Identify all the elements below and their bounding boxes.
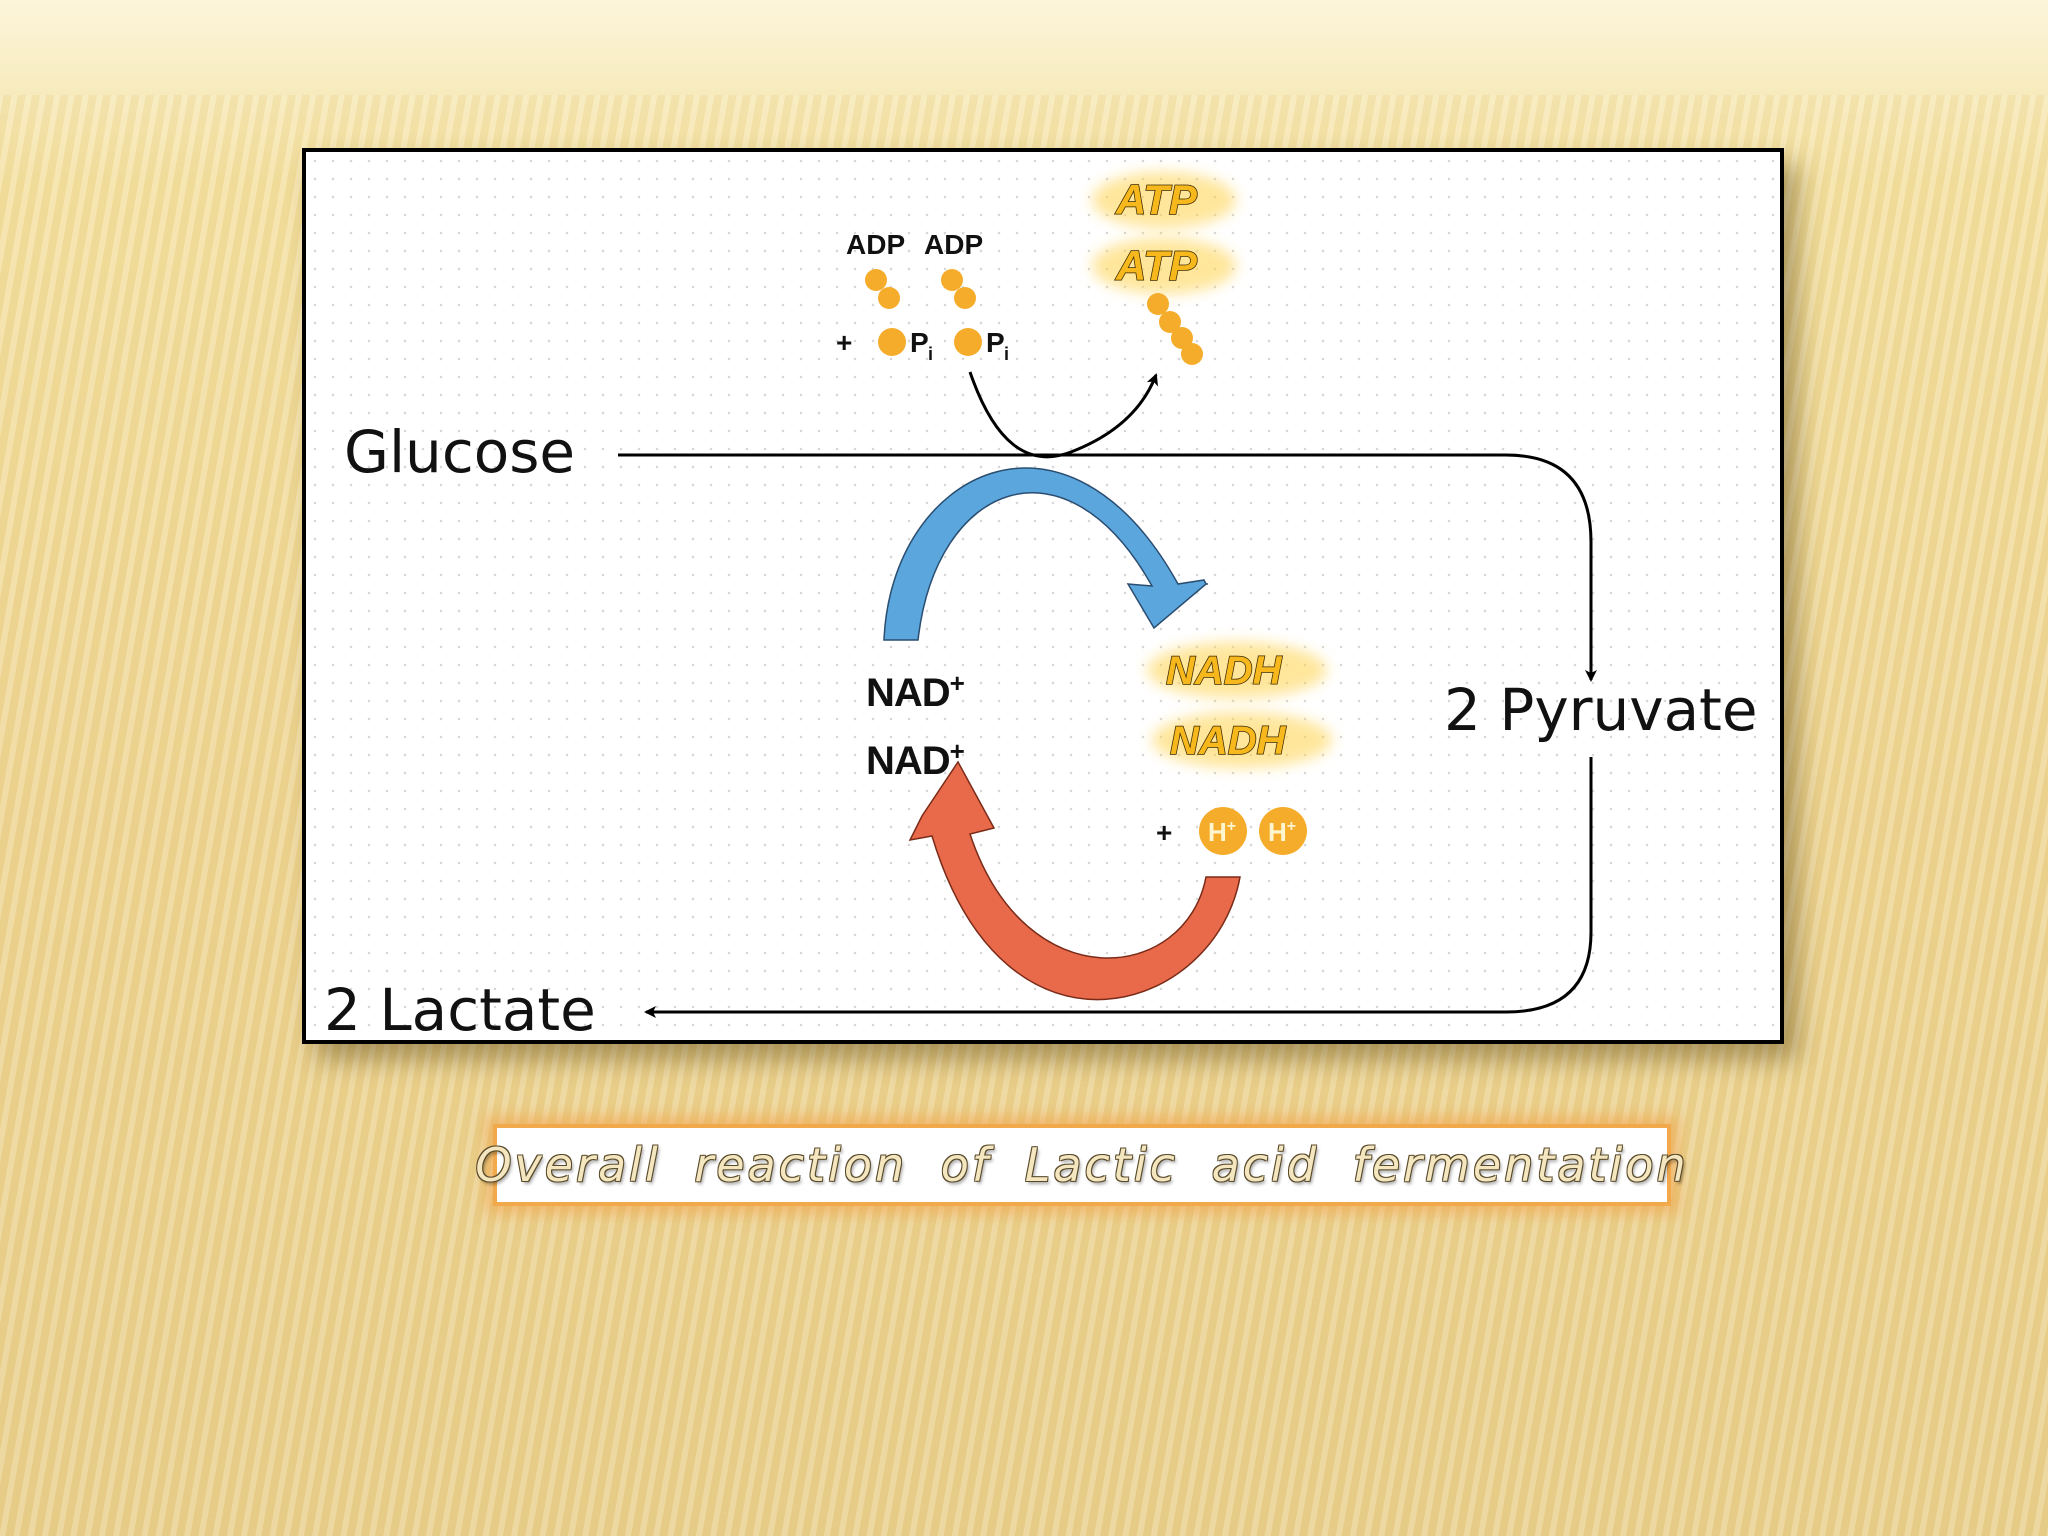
red-nadh-to-nad-arrow bbox=[908, 760, 1241, 1001]
adp-label-2: ADP bbox=[924, 229, 983, 260]
atp-phosphate-dot bbox=[1147, 293, 1169, 315]
h-ion-label-2: H+ bbox=[1268, 817, 1296, 847]
atp-glow bbox=[1092, 238, 1236, 294]
fermentation-diagram: Glucose 2 Pyruvate 2 Lactate ADP ADP + P… bbox=[324, 172, 1758, 1040]
title-band bbox=[0, 0, 2048, 95]
adp-label-1: ADP bbox=[846, 229, 905, 260]
pi-dot-1 bbox=[878, 328, 906, 356]
nadh-glow bbox=[1152, 712, 1332, 768]
glucose-label: Glucose bbox=[344, 418, 575, 486]
atp-phosphate-dot bbox=[1181, 343, 1203, 365]
atp-label-1: ATP bbox=[1115, 176, 1198, 223]
atp-phosphate-dot bbox=[1159, 311, 1181, 333]
atp-phosphate-dot bbox=[1171, 327, 1193, 349]
h-ion-circle-2 bbox=[1259, 807, 1307, 855]
glucose-to-pyruvate-arrow bbox=[618, 453, 1597, 682]
atp-glow bbox=[1092, 172, 1236, 228]
pi-label-1: P bbox=[910, 327, 929, 358]
nadh-label-1: NADH bbox=[1166, 649, 1283, 693]
nad-label-2: NAD+ bbox=[866, 736, 965, 783]
caption-text: Overall reaction of Lactic acid fermenta… bbox=[475, 1138, 1689, 1192]
pyruvate-label: 2 Pyruvate bbox=[1444, 676, 1758, 744]
h-ion-circle-1 bbox=[1199, 807, 1247, 855]
nadh-label-2: NADH bbox=[1170, 719, 1287, 763]
pi-sub-1: i bbox=[928, 344, 933, 364]
h-ion-label-1: H+ bbox=[1208, 817, 1236, 847]
adp-to-atp-arc bbox=[968, 371, 1159, 459]
adp-phosphate-dot bbox=[954, 287, 976, 309]
pi-dot-2 bbox=[954, 328, 982, 356]
adp-phosphate-dot bbox=[941, 269, 963, 291]
adp-phosphate-dot bbox=[865, 269, 887, 291]
pi-sub-2: i bbox=[1004, 344, 1009, 364]
nad-label-1: NAD+ bbox=[866, 668, 965, 715]
pyruvate-to-lactate-arrow bbox=[644, 757, 1593, 1018]
diagram-frame: Glucose 2 Pyruvate 2 Lactate ADP ADP + P… bbox=[302, 148, 1784, 1044]
adp-phosphate-dot bbox=[878, 287, 900, 309]
nadh-glow bbox=[1147, 642, 1327, 698]
lactate-label: 2 Lactate bbox=[324, 976, 596, 1040]
plus-sign-pi: + bbox=[836, 327, 852, 358]
pi-label-2: P bbox=[986, 327, 1005, 358]
plus-sign-h: + bbox=[1156, 817, 1172, 848]
atp-label-2: ATP bbox=[1115, 242, 1198, 289]
caption-box: Overall reaction of Lactic acid fermenta… bbox=[475, 1124, 1686, 1206]
blue-nad-to-nadh-arrow bbox=[883, 467, 1208, 641]
